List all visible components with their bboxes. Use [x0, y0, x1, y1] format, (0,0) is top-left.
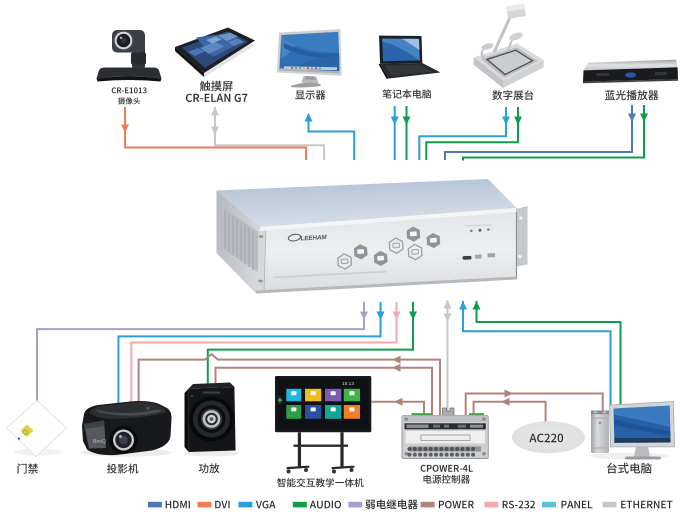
svg-text:LEEHAM: LEEHAM — [300, 234, 327, 242]
svg-text:15:13: 15:13 — [342, 381, 354, 387]
svg-text:BenQ: BenQ — [93, 439, 106, 445]
